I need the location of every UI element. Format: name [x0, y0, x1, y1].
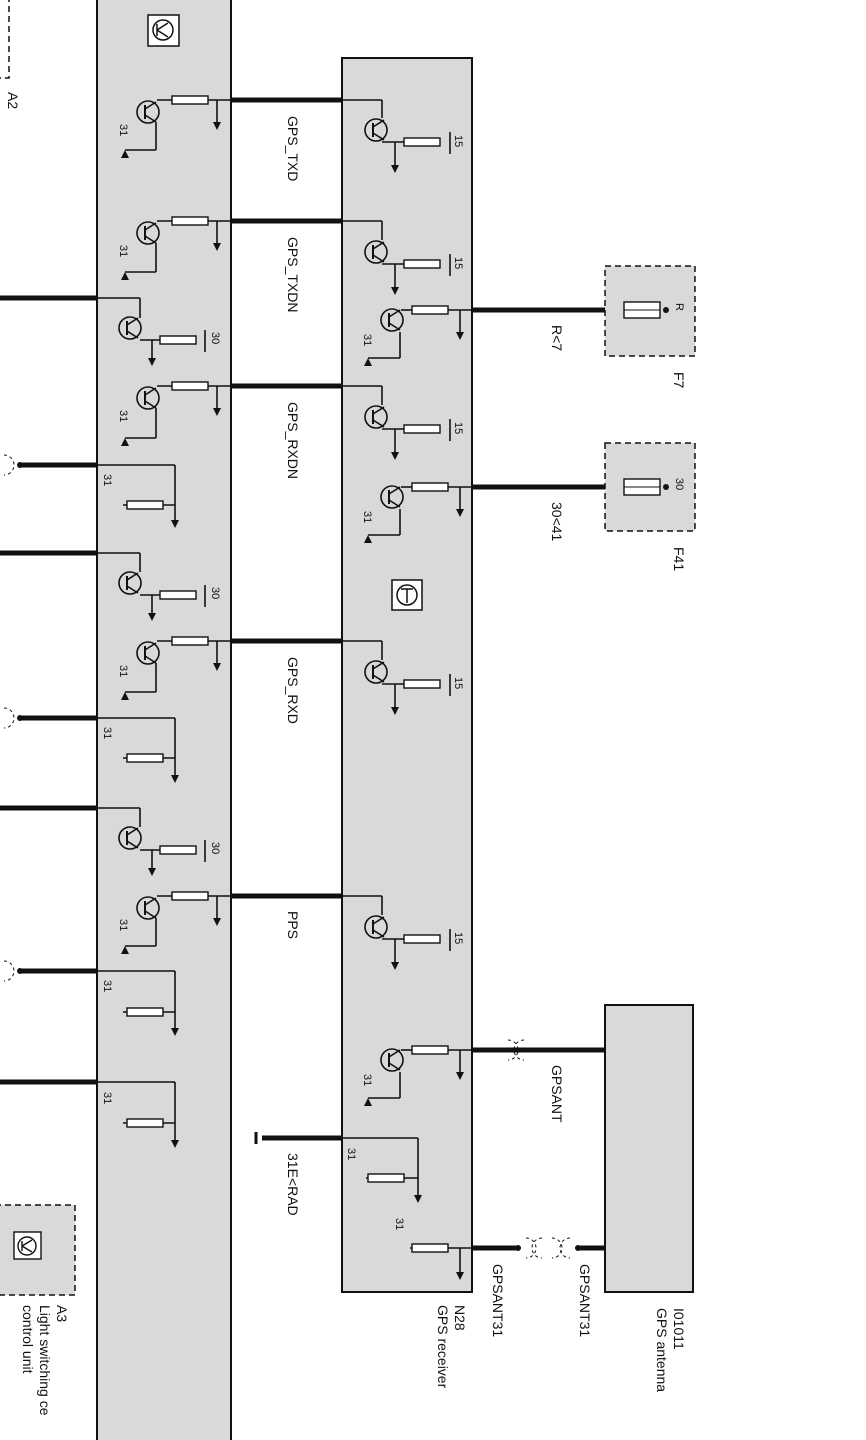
pin-31: 31 — [117, 919, 129, 931]
left-pullup-stage — [97, 717, 179, 783]
left-output-stage — [121, 891, 231, 954]
fuse-f7 — [604, 265, 696, 357]
receiver-ground-stage — [410, 1243, 472, 1280]
left-input-stage — [97, 297, 206, 366]
pin-30: 30 — [209, 587, 221, 599]
receiver-input-stage — [342, 640, 451, 715]
gps-antenna-box — [604, 1004, 694, 1293]
control-module-panel — [96, 0, 232, 1440]
pin-31: 31 — [117, 124, 129, 136]
a3-name-line1: Light switching ce — [37, 1305, 53, 1416]
pin-31: 31 — [101, 474, 113, 486]
left-pullup-stage — [97, 970, 179, 1036]
connector-dashed — [3, 960, 23, 982]
partial-label: A2 — [5, 92, 21, 109]
left-pullup-stage — [97, 464, 179, 528]
left-output-stage — [121, 636, 231, 700]
receiver-input-stage — [342, 385, 451, 460]
receiver-input-stage — [342, 895, 451, 970]
signal-label: 31E<RAD — [285, 1153, 301, 1216]
gps-receiver-module — [341, 57, 473, 1293]
pin-31: 31 — [393, 1218, 405, 1230]
partial-component-box — [0, 0, 10, 79]
receiver-input-stage — [342, 220, 451, 295]
receiver-input-stage — [342, 99, 451, 173]
signal-label: GPSANT31 — [490, 1264, 506, 1337]
f41-id: F41 — [671, 547, 687, 571]
a3-component — [0, 1204, 76, 1296]
pin-15: 15 — [452, 677, 464, 689]
connector-dashed — [515, 1237, 581, 1259]
pin-30: 30 — [209, 842, 221, 854]
pin-31: 31 — [361, 1074, 373, 1086]
pin-31: 31 — [117, 410, 129, 422]
pin-31: 31 — [101, 1092, 113, 1104]
receiver-supply-stage — [364, 305, 472, 366]
pin-15: 15 — [452, 932, 464, 944]
signal-label: GPS_RXD — [285, 657, 301, 724]
signal-label: GPS_TXDN — [285, 237, 301, 312]
signal-label: GPS_TXD — [285, 116, 301, 181]
left-input-stage — [97, 552, 206, 621]
pin-31: 31 — [101, 727, 113, 739]
left-input-stage — [97, 807, 206, 876]
pin-31: 31 — [117, 245, 129, 257]
connector-dashed — [507, 1039, 525, 1061]
pin-30: 30 — [209, 332, 221, 344]
connector-dashed — [3, 454, 23, 476]
pin-31: 31 — [361, 334, 373, 346]
receiver-antenna-stage — [364, 1045, 472, 1106]
signal-label: 30<41 — [549, 502, 565, 542]
i01011-id: I01011 — [671, 1308, 687, 1350]
n28-id: N28 — [452, 1305, 468, 1331]
pin-15: 15 — [452, 135, 464, 147]
a3-name-line2: control unit — [20, 1305, 36, 1374]
pin-31: 31 — [361, 511, 373, 523]
module-icon — [147, 14, 180, 47]
pin-31: 31 — [345, 1148, 357, 1160]
i01011-name: GPS antenna — [654, 1308, 670, 1392]
receiver-ground-stage — [342, 1137, 422, 1203]
signal-label: GPSANT — [549, 1065, 565, 1123]
pin-31: 31 — [117, 665, 129, 677]
left-output-stage — [121, 381, 231, 446]
left-output-stage — [121, 95, 231, 158]
fuse-pin-30: 30 — [673, 478, 685, 490]
receiver-supply-stage — [364, 482, 472, 543]
module-icon — [391, 579, 423, 611]
fuse-f41 — [604, 442, 696, 532]
signal-label: PPS — [285, 911, 301, 939]
signal-label: GPSANT31 — [577, 1264, 593, 1337]
connector-dashed — [3, 707, 23, 729]
pin-15: 15 — [452, 422, 464, 434]
pin-31: 31 — [101, 980, 113, 992]
signal-label: R<7 — [549, 325, 565, 351]
f7-id: F7 — [671, 372, 687, 389]
left-output-stage — [121, 216, 231, 280]
pin-15: 15 — [452, 257, 464, 269]
fuse-pin-r: R — [673, 303, 685, 311]
signal-label: GPS_RXDN — [285, 402, 301, 479]
n28-name: GPS receiver — [435, 1305, 451, 1389]
left-pullup-stage — [97, 1081, 179, 1148]
a3-id: A3 — [54, 1305, 70, 1322]
